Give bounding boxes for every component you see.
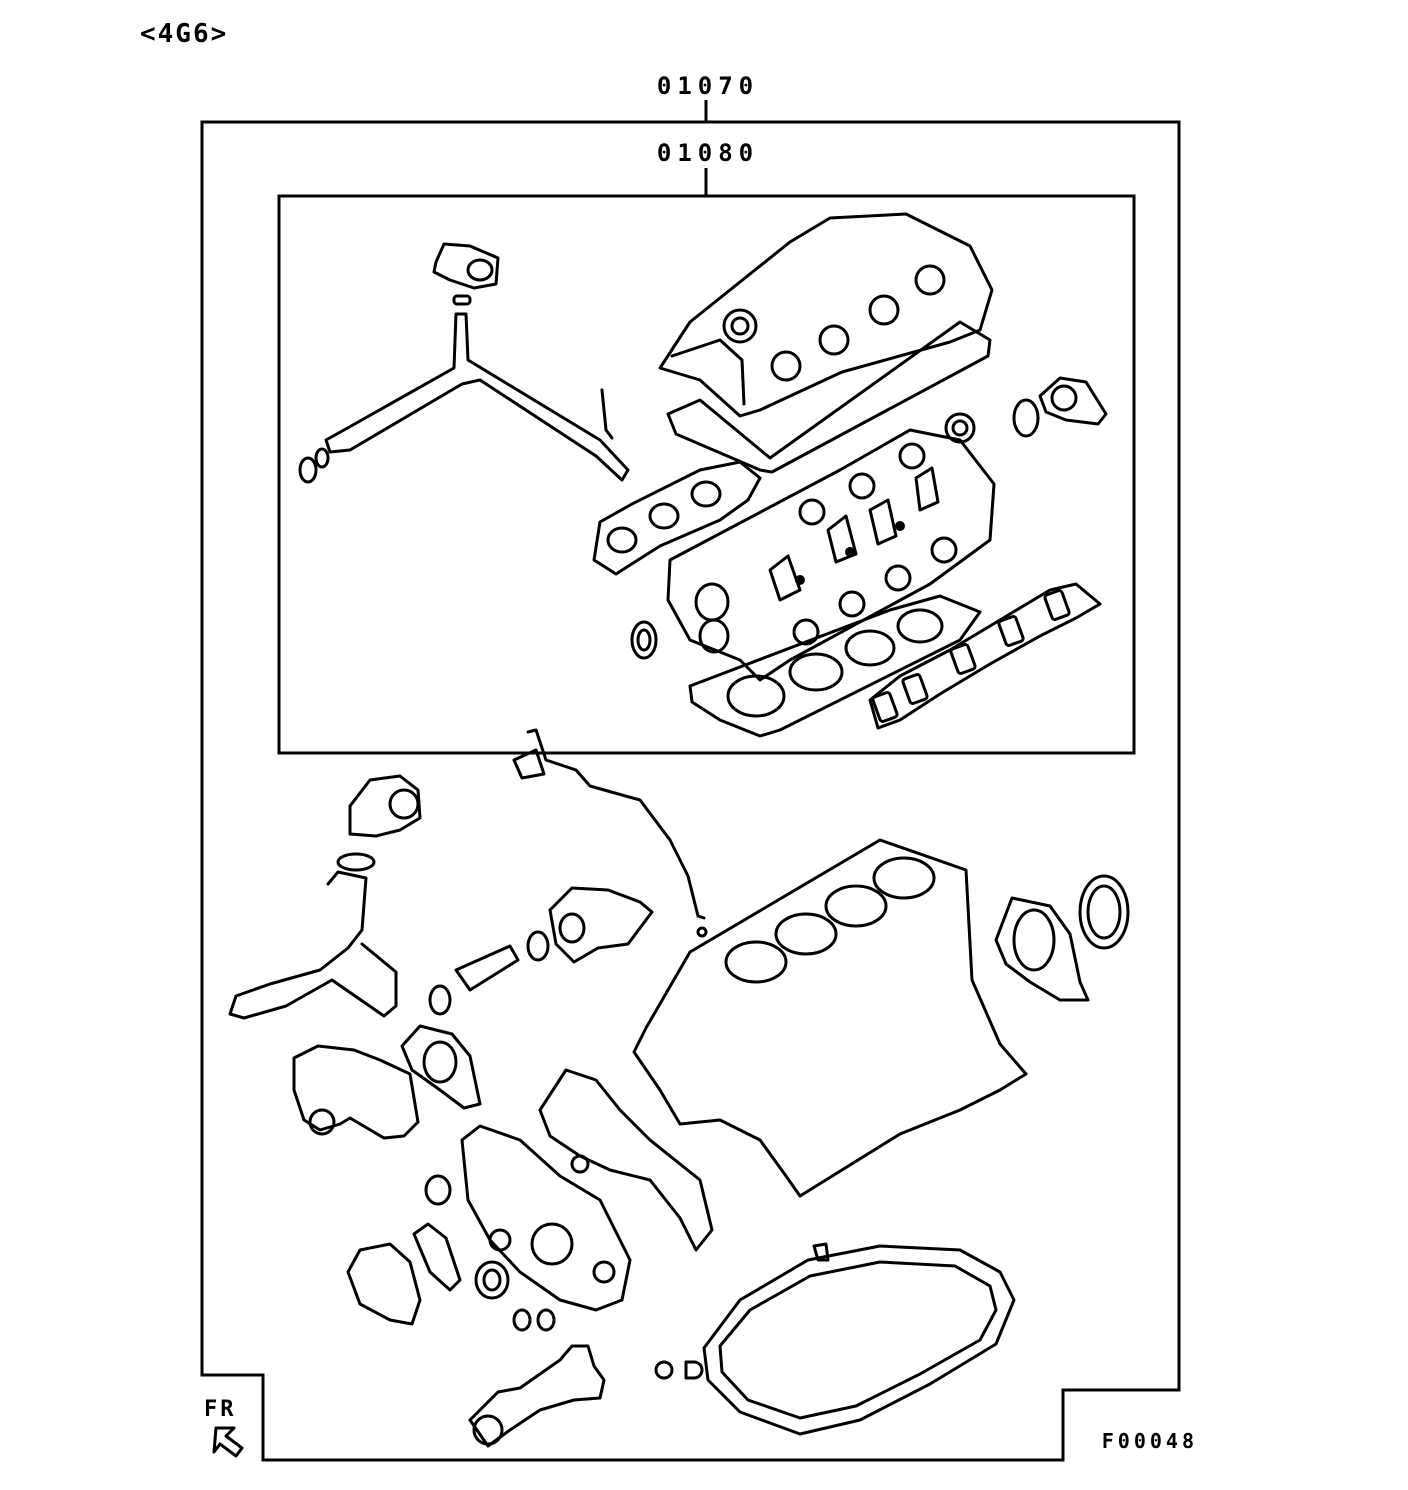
front-oil-seal bbox=[630, 620, 658, 660]
inner-kit-part-number: 01080 bbox=[657, 139, 759, 167]
water-bypass-pipe bbox=[324, 312, 630, 482]
pipe-o-ring bbox=[298, 456, 318, 484]
cam-cap-gasket bbox=[1038, 376, 1108, 426]
oil-strainer bbox=[468, 1344, 606, 1448]
cylinder-block bbox=[632, 838, 1028, 1198]
camshaft-oil-seal bbox=[944, 412, 976, 444]
inner-kit-frame bbox=[277, 194, 1136, 755]
oil-connector-pipe bbox=[454, 944, 520, 992]
front-direction-arrow-icon bbox=[212, 1426, 244, 1458]
oil-pump-case bbox=[346, 1242, 422, 1326]
rear-oil-seal-case bbox=[994, 874, 1130, 1002]
oil-seal-small-1 bbox=[512, 1308, 532, 1332]
oil-pan bbox=[702, 1242, 1016, 1436]
front-oil-seal-lower bbox=[474, 1260, 510, 1300]
oil-seal-small-2 bbox=[536, 1308, 556, 1332]
rocker-cover bbox=[658, 212, 994, 418]
upper-gasket-set bbox=[298, 212, 1108, 738]
crankshaft-front-seal bbox=[424, 1174, 452, 1206]
drain-plug bbox=[684, 1360, 704, 1380]
water-inlet-pipe bbox=[228, 774, 422, 1020]
water-pump bbox=[292, 1024, 482, 1140]
engine-label: <4G6> bbox=[140, 19, 228, 49]
water-outlet-fitting bbox=[432, 242, 500, 306]
front-direction-label: FR bbox=[204, 1397, 237, 1422]
outer-kit-frame bbox=[200, 120, 1181, 1462]
intake-manifold-gasket bbox=[592, 460, 762, 576]
lower-gasket-set bbox=[228, 728, 1130, 1448]
rear-crankshaft-oil-seal bbox=[1078, 874, 1130, 950]
oil-pump-gasket bbox=[412, 1222, 462, 1292]
front-case bbox=[460, 1068, 714, 1312]
outer-kit-part-number: 01070 bbox=[657, 72, 759, 100]
oil-dipstick-tube bbox=[526, 728, 706, 920]
cylinder-head-gasket bbox=[688, 594, 982, 738]
cylinder-head bbox=[666, 428, 996, 682]
pipe-o-ring-2 bbox=[314, 447, 330, 469]
figure-code: F00048 bbox=[1102, 1429, 1198, 1453]
drain-plug-gasket bbox=[654, 1360, 674, 1380]
pipe-o-ring-lower bbox=[428, 984, 452, 1016]
pipe-bracket bbox=[600, 388, 614, 440]
thermostat-case bbox=[548, 886, 654, 964]
exhaust-manifold-gasket bbox=[868, 582, 1102, 730]
rocker-cover-gasket bbox=[666, 320, 992, 474]
plug-o-ring bbox=[1012, 398, 1040, 438]
